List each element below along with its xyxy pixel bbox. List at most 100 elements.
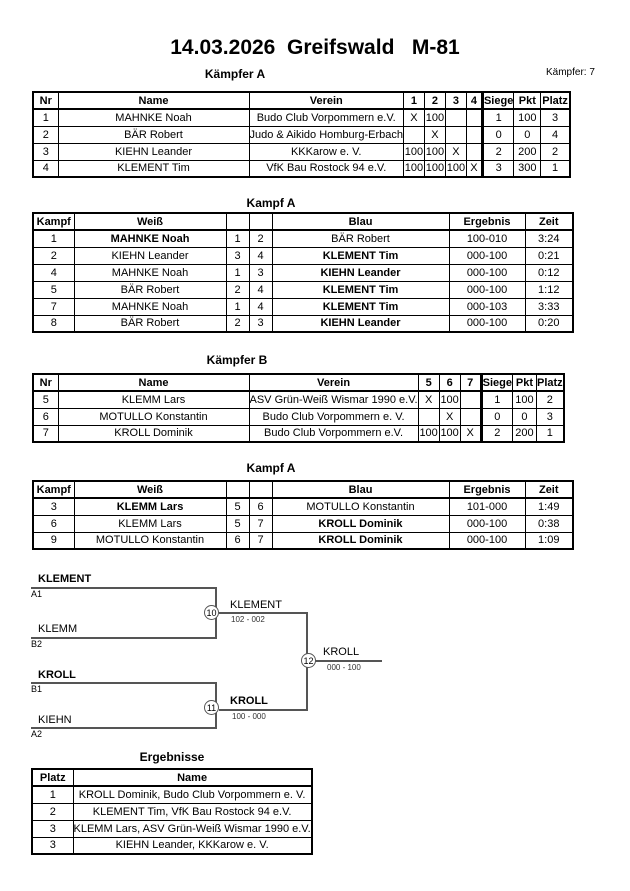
nr-cell: 4	[32, 159, 59, 178]
kampf-nr-cell: 6	[32, 514, 75, 533]
col-header-name: Name	[57, 91, 250, 110]
grid-cell: 100	[438, 390, 461, 409]
col-header-2: 2	[423, 91, 446, 110]
col-header-verein: Verein	[248, 373, 419, 392]
blau-nr-cell: 3	[248, 314, 273, 333]
grid-cell	[465, 108, 483, 127]
nr-cell: 1	[32, 108, 59, 127]
kampf-nr-cell: 9	[32, 531, 75, 550]
fighter-count-label: Kämpfer: 7	[546, 67, 595, 78]
zeit-cell: 3:33	[524, 297, 574, 316]
col-header-blau-nr	[248, 212, 273, 231]
ergebnis-cell: 101-000	[448, 497, 526, 516]
weiss-nr-cell: 1	[225, 297, 250, 316]
table-row: 3 KLEMM Lars 5 6 MOTULLO Konstantin 101-…	[32, 497, 574, 516]
bracket-line	[31, 682, 217, 684]
match-score: 102 - 002	[231, 615, 265, 624]
col-header-1: 1	[402, 91, 425, 110]
blau-nr-cell: 3	[248, 263, 273, 282]
col-header-4: 4	[465, 91, 483, 110]
match-winner-name: KLEMENT	[230, 599, 282, 611]
grid-cell	[444, 125, 467, 144]
platz-cell: 1	[535, 424, 565, 443]
ergebnis-cell: 000-100	[448, 246, 526, 265]
weiss-cell: BÄR Robert	[73, 314, 227, 333]
grid-cell	[417, 407, 440, 426]
platz-cell: 4	[540, 125, 571, 144]
name-cell: MOTULLO Konstantin	[57, 407, 250, 426]
bracket-seed-label: B1	[31, 684, 43, 694]
weiss-cell: KLEMM Lars	[73, 497, 227, 516]
ergebnis-cell: 000-100	[448, 263, 526, 282]
name-cell: MAHNKE Noah	[57, 108, 250, 127]
blau-cell: KROLL Dominik	[271, 531, 450, 550]
siege-cell: 0	[479, 407, 513, 426]
table-row: 3 KIEHN Leander, KKKarow e. V.	[31, 836, 313, 855]
table-row: 2 BÄR Robert Judo & Aikido Homburg-Erbac…	[32, 125, 571, 144]
verein-cell: Budo Club Vorpommern e.V.	[248, 108, 404, 127]
table-row: 5 BÄR Robert 2 4 KLEMENT Tim 000-100 1:1…	[32, 280, 574, 299]
bracket-line	[310, 660, 382, 662]
zeit-cell: 0:21	[524, 246, 574, 265]
grid-cell: 100	[438, 424, 461, 443]
table-row: 3 KIEHN Leander KKKarow e. V. 100 100 X …	[32, 142, 571, 161]
bracket-line	[219, 612, 308, 614]
blau-cell: KLEMENT Tim	[271, 246, 450, 265]
col-header-name: Name	[57, 373, 250, 392]
col-header-siege: Siege	[480, 91, 515, 110]
col-header-kampf: Kampf	[32, 212, 75, 231]
header-row: Kampf Weiß Blau Ergebnis Zeit	[32, 480, 574, 499]
col-header-siege: Siege	[479, 373, 513, 392]
col-header-name: Name	[72, 768, 313, 787]
grid-cell: 100	[423, 142, 446, 161]
grid-cell: X	[438, 407, 461, 426]
result-name-cell: KROLL Dominik, Budo Club Vorpommern e. V…	[72, 785, 313, 804]
pkt-cell: 200	[511, 424, 537, 443]
nr-cell: 5	[32, 390, 59, 409]
kampf-nr-cell: 7	[32, 297, 75, 316]
bracket-line	[219, 709, 308, 711]
table-row: 6 KLEMM Lars 5 7 KROLL Dominik 000-100 0…	[32, 514, 574, 533]
zeit-cell: 0:12	[524, 263, 574, 282]
pkt-cell: 0	[511, 407, 537, 426]
section-title-kampf-a2: Kampf A	[246, 461, 296, 475]
col-header-5: 5	[417, 373, 440, 392]
bracket-slot-name: KIEHN	[38, 714, 72, 726]
grid-cell	[444, 108, 467, 127]
platz-cell: 3	[31, 836, 74, 855]
blau-cell: KLEMENT Tim	[271, 280, 450, 299]
bracket-seed-label: A1	[31, 589, 43, 599]
weiss-cell: KIEHN Leander	[73, 246, 227, 265]
siege-cell: 3	[480, 159, 515, 178]
grid-cell: 100	[402, 159, 425, 178]
platz-cell: 2	[535, 390, 565, 409]
grid-cell: X	[423, 125, 446, 144]
col-header-blau-nr	[248, 480, 273, 499]
section-title-ergebnisse: Ergebnisse	[139, 750, 205, 764]
verein-cell: KKKarow e. V.	[248, 142, 404, 161]
table-row: 8 BÄR Robert 2 3 KIEHN Leander 000-100 0…	[32, 314, 574, 333]
grid-cell: X	[459, 424, 482, 443]
weiss-nr-cell: 3	[225, 246, 250, 265]
table-row: 1 MAHNKE Noah Budo Club Vorpommern e.V. …	[32, 108, 571, 127]
blau-nr-cell: 4	[248, 297, 273, 316]
name-cell: KLEMENT Tim	[57, 159, 250, 178]
col-header-weiss: Weiß	[73, 212, 227, 231]
siege-cell: 0	[480, 125, 515, 144]
weiss-nr-cell: 2	[225, 314, 250, 333]
pkt-cell: 100	[511, 390, 537, 409]
platz-cell: 2	[31, 802, 74, 821]
pkt-cell: 0	[513, 125, 542, 144]
blau-nr-cell: 4	[248, 246, 273, 265]
table-row: 5 KLEMM Lars ASV Grün-Weiß Wismar 1990 e…	[32, 390, 565, 409]
col-header-zeit: Zeit	[524, 480, 574, 499]
col-header-blau: Blau	[271, 212, 450, 231]
blau-cell: KIEHN Leander	[271, 314, 450, 333]
grid-cell: X	[402, 108, 425, 127]
platz-cell: 3	[535, 407, 565, 426]
col-header-platz: Platz	[31, 768, 74, 787]
bracket-line	[31, 587, 217, 589]
col-header-blau: Blau	[271, 480, 450, 499]
grid-cell	[465, 142, 483, 161]
verein-cell: Budo Club Vorpommern e.V.	[248, 424, 419, 443]
